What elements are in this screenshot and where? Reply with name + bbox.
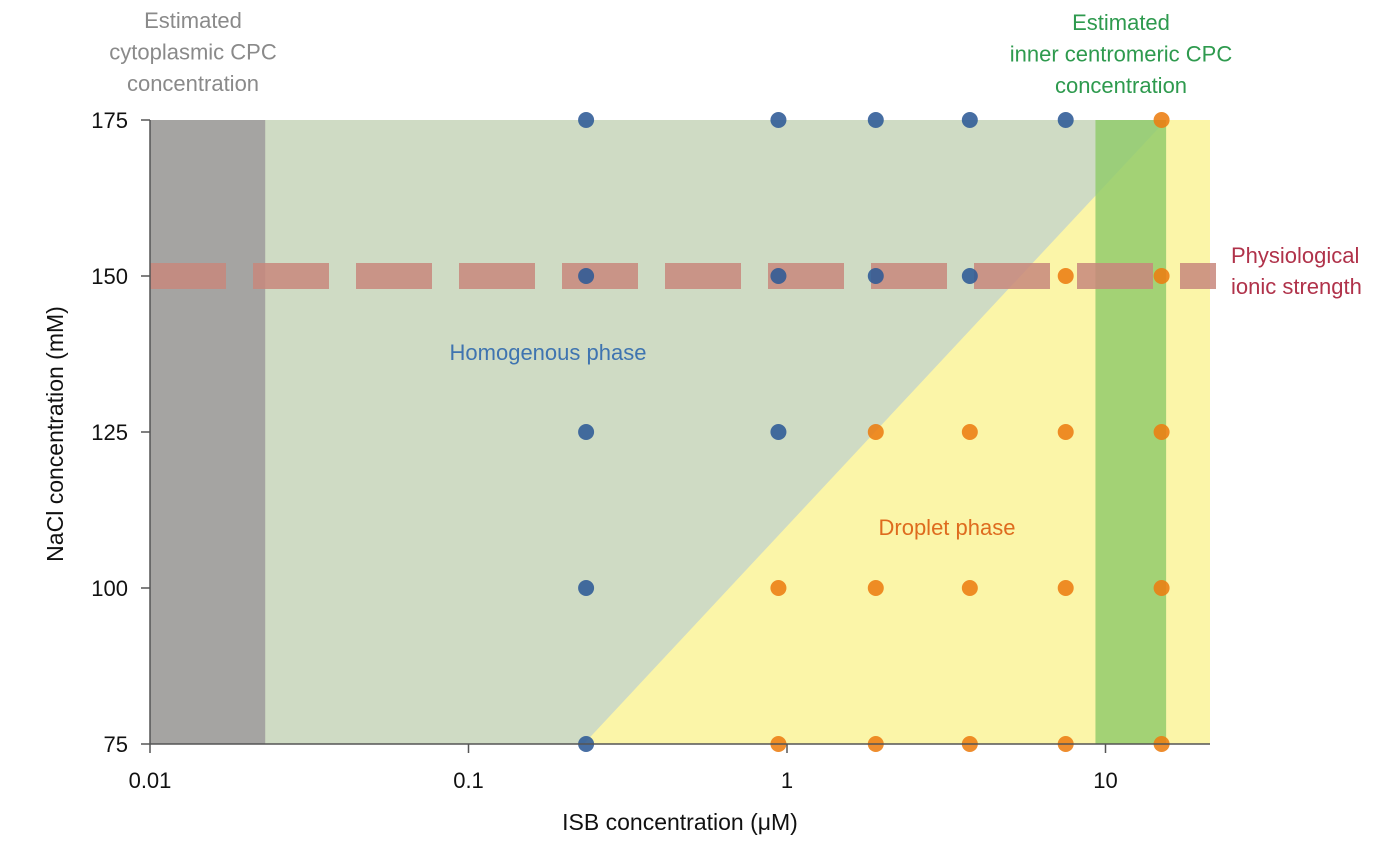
x-tick-label: 10 (1093, 768, 1117, 793)
cytoplasmic-cpc-band (150, 120, 266, 744)
data-point (770, 424, 787, 440)
data-point (867, 268, 884, 284)
data-point (578, 268, 595, 284)
data-point (867, 424, 884, 440)
data-point (961, 268, 978, 284)
ionic-strength-label-line: ionic strength (1231, 274, 1362, 299)
data-point (961, 580, 978, 596)
data-points (578, 112, 1170, 752)
region-labels: Estimated cytoplasmic CPC concentration Est… (109, 8, 1362, 540)
data-point (1057, 424, 1074, 440)
data-point (578, 580, 595, 596)
x-axis-title: ISB concentration (μM) (562, 809, 798, 835)
inner-centromeric-label-line: Estimated (1072, 10, 1170, 35)
inner-centromeric-label-line: concentration (1055, 73, 1187, 98)
data-point (867, 112, 884, 128)
inner-centromeric-label-line: inner centromeric CPC (1010, 42, 1233, 67)
droplet-phase-label: Droplet phase (879, 515, 1016, 540)
data-point (770, 268, 787, 284)
data-point (770, 112, 787, 128)
data-point (1153, 112, 1170, 128)
data-point (770, 580, 787, 596)
cytoplasmic-label-line: Estimated (144, 8, 242, 33)
data-point (578, 424, 595, 440)
y-axis-title: NaCl concentration (mM) (42, 306, 68, 562)
y-tick-label: 175 (91, 108, 128, 133)
y-tick-label: 150 (91, 264, 128, 289)
phase-regions (150, 120, 1210, 744)
cytoplasmic-label-line: cytoplasmic CPC (109, 40, 277, 65)
y-tick-label: 125 (91, 420, 128, 445)
y-tick-label: 75 (104, 732, 128, 757)
y-tick-label: 100 (91, 576, 128, 601)
ionic-strength-label-line: Physiological (1231, 243, 1359, 268)
homogenous-phase-label: Homogenous phase (450, 340, 647, 365)
x-tick-label: 0.1 (453, 768, 484, 793)
data-point (1153, 580, 1170, 596)
x-tick-label: 0.01 (129, 768, 172, 793)
cytoplasmic-label-line: concentration (127, 71, 259, 96)
x-tick-label: 1 (781, 768, 793, 793)
data-point (1057, 580, 1074, 596)
data-point (1057, 112, 1074, 128)
data-point (867, 580, 884, 596)
data-point (1153, 268, 1170, 284)
data-point (1153, 424, 1170, 440)
data-point (961, 112, 978, 128)
data-point (1057, 268, 1074, 284)
data-point (961, 424, 978, 440)
data-point (578, 112, 595, 128)
